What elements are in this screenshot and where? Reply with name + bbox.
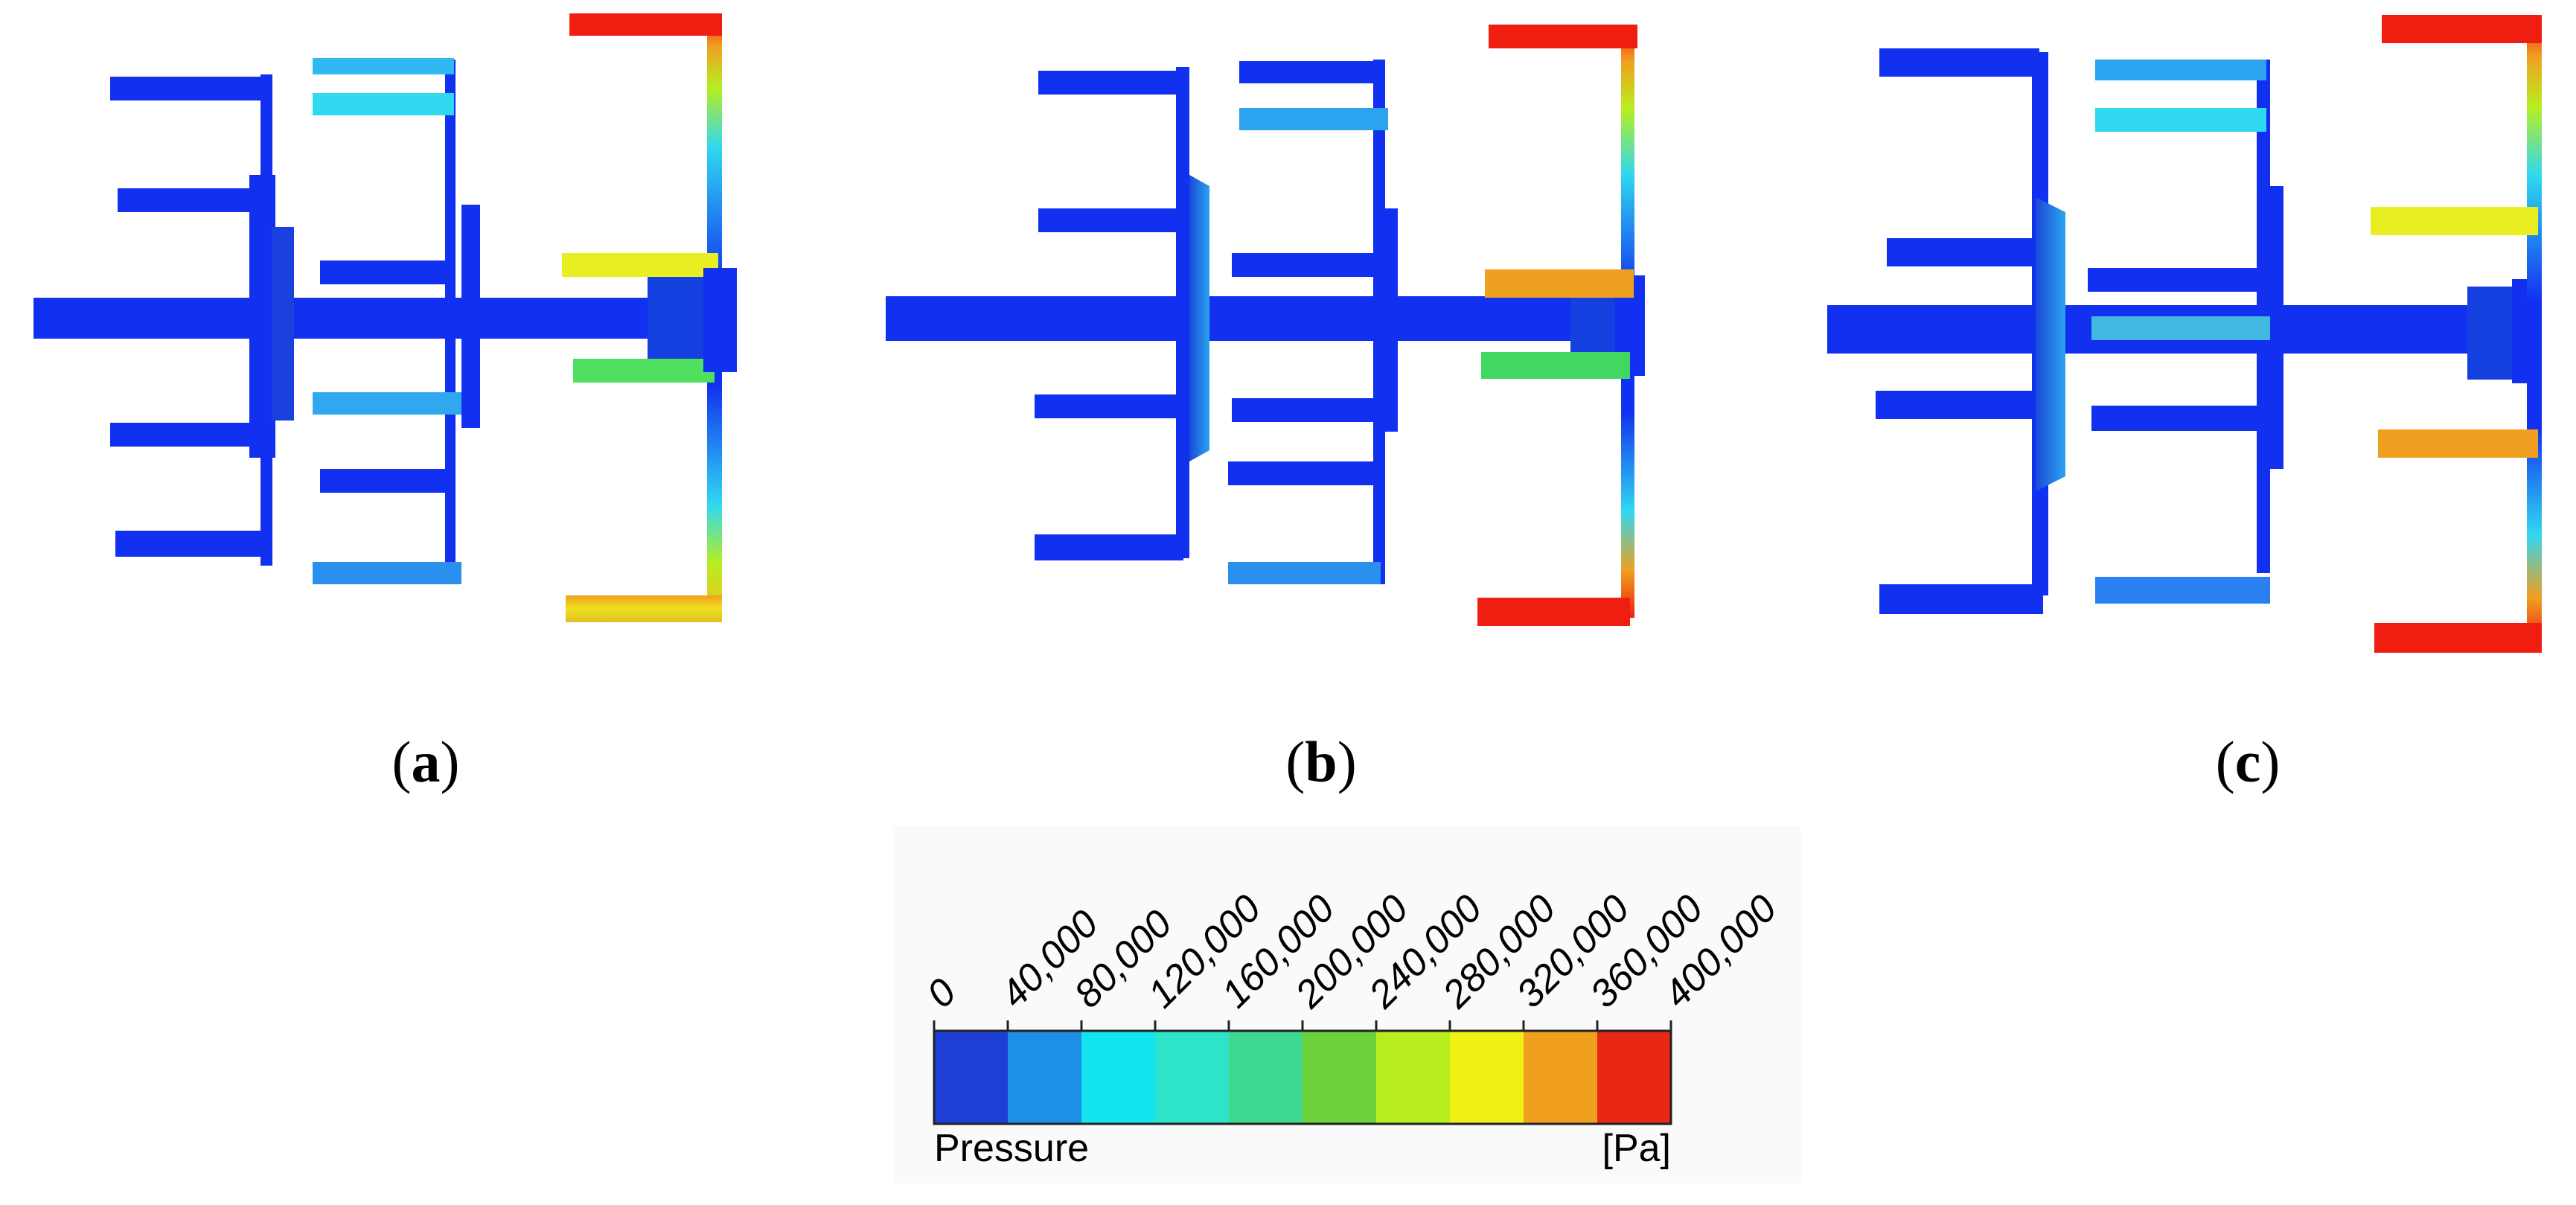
panel-c-caption: (c)	[2216, 729, 2281, 794]
legend-quantity-label: Pressure	[934, 1127, 1089, 1170]
panel-a-geometry	[33, 13, 737, 622]
legend-swatch	[1450, 1031, 1524, 1124]
legend-swatch	[1155, 1031, 1229, 1124]
legend-swatch	[1081, 1031, 1155, 1124]
panel-b-geometry	[886, 25, 1645, 626]
panel-c-geometry	[1827, 15, 2542, 653]
legend-swatch	[1229, 1031, 1303, 1124]
legend-swatch	[1597, 1031, 1671, 1124]
legend-unit-label: [Pa]	[1602, 1127, 1672, 1170]
legend-swatch	[1008, 1031, 1081, 1124]
legend-colorbar	[933, 1029, 1672, 1125]
legend-swatch	[1524, 1031, 1597, 1124]
legend-swatch	[1303, 1031, 1376, 1124]
legend-swatch	[934, 1031, 1008, 1124]
legend-swatch	[1376, 1031, 1450, 1124]
panel-a-caption: (a)	[392, 729, 460, 794]
panel-b-caption: (b)	[1285, 729, 1356, 794]
